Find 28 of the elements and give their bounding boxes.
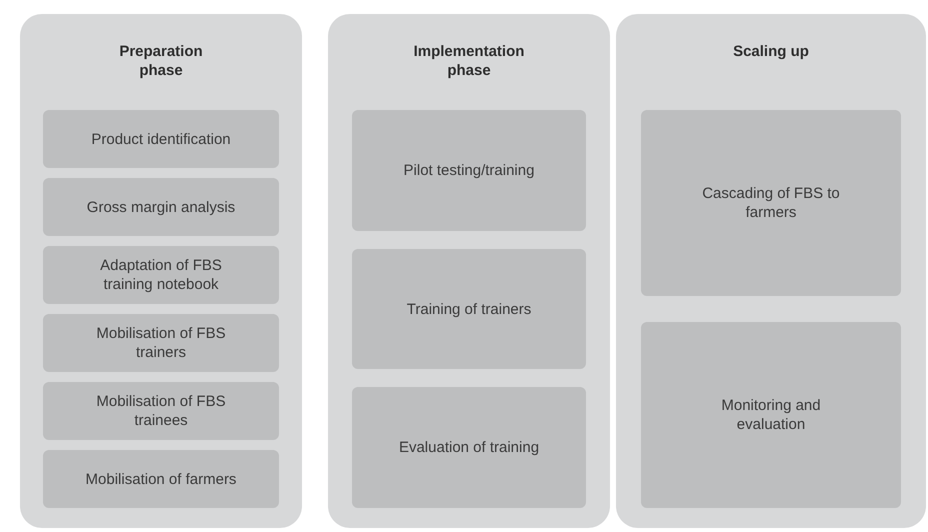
step-box (43, 246, 279, 304)
step-label: Evaluation of training (398, 438, 540, 458)
step-label: Gross margin analysis (86, 198, 236, 216)
step-label: Mobilisation of FBS trainees (95, 392, 227, 430)
step-box (352, 110, 586, 231)
step-box (641, 110, 901, 296)
step-label: Monitoring and evaluation (720, 396, 822, 434)
step-label: Adaptation of FBS training notebook (99, 256, 223, 294)
phase-panel (616, 14, 926, 528)
step-box (43, 450, 279, 508)
phase-heading: Preparation phase (118, 42, 204, 80)
phase-heading: Implementation phase (412, 42, 526, 80)
step-label: Mobilisation of FBS trainers (95, 324, 227, 362)
step-box (352, 248, 586, 370)
step-label: Mobilisation of farmers (86, 470, 236, 488)
phase-panel (328, 14, 610, 528)
step-label: Cascading of FBS to farmers (701, 184, 841, 222)
step-box (43, 314, 279, 372)
step-box (43, 178, 279, 236)
phase-panel (20, 14, 302, 528)
step-label: Pilot testing/training (404, 160, 534, 180)
step-box (352, 387, 586, 508)
step-box (43, 382, 279, 440)
step-label: Training of trainers (406, 300, 532, 318)
phase-heading: Scaling up (733, 42, 809, 61)
step-box (43, 110, 279, 168)
step-box (641, 322, 901, 508)
step-label: Product identification (91, 130, 231, 148)
